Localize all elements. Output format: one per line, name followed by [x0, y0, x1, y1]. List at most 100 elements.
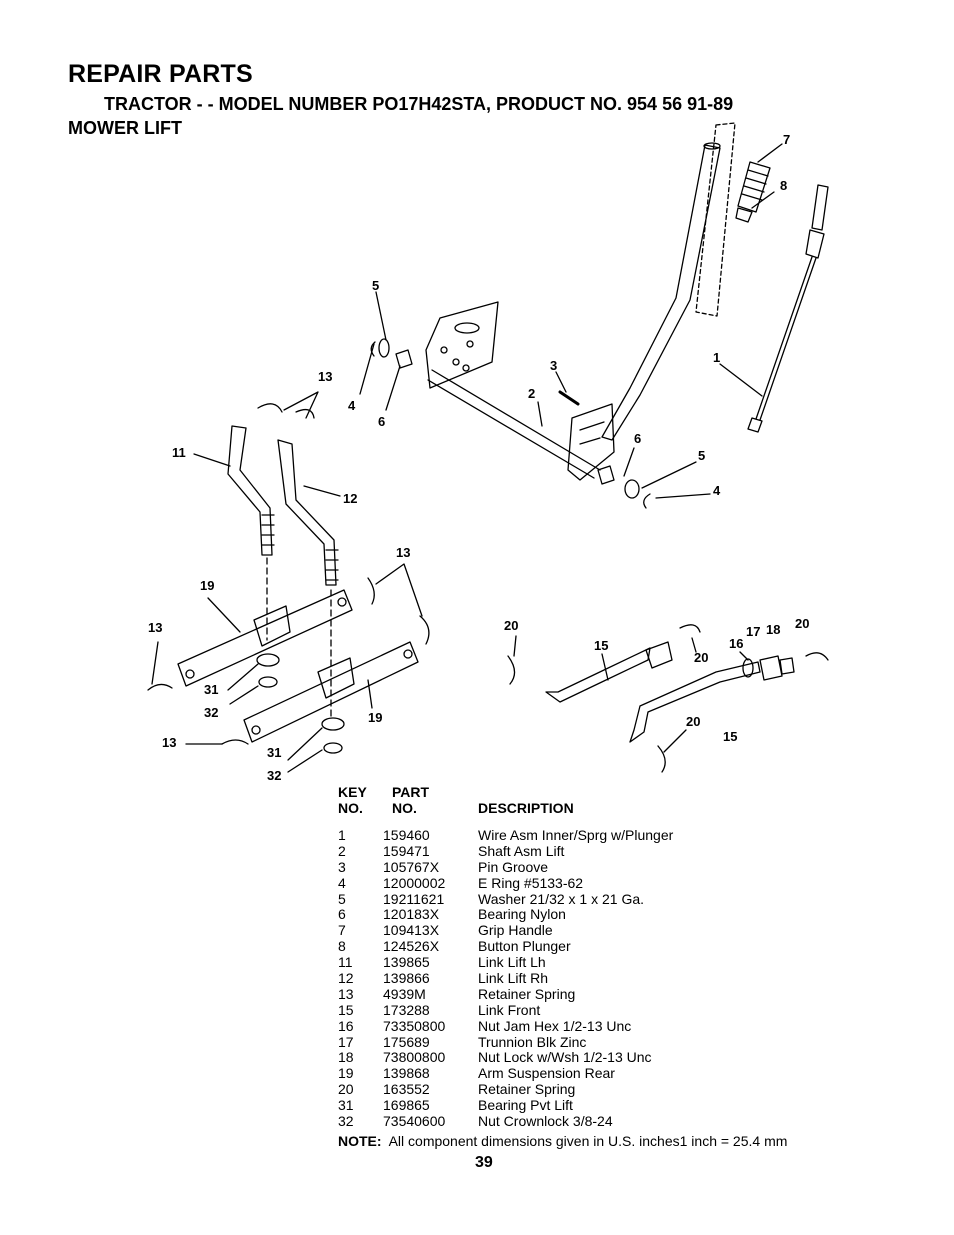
bearing-6-upper [395, 349, 413, 369]
part-key: 32 [338, 1113, 354, 1130]
retainer-spring-13d [419, 615, 430, 645]
callout-19-upper: 19 [200, 578, 214, 593]
part-key: 17 [338, 1033, 354, 1050]
part-description: Grip Handle [478, 922, 553, 939]
callout-6-lower: 6 [634, 431, 641, 446]
part-description: E Ring #5133-62 [478, 874, 584, 891]
side-plate [425, 301, 499, 389]
link-lift-lh [227, 425, 273, 556]
callout-32-lower: 32 [267, 768, 281, 783]
handle-top [703, 142, 721, 150]
callout-4-upper: 4 [348, 398, 356, 413]
part-number: 175689 [383, 1033, 430, 1050]
part-number: 159471 [383, 842, 430, 859]
part-key: 11 [338, 954, 353, 971]
wire-spring [805, 229, 825, 259]
part-key: 3 [338, 858, 346, 875]
callout-8: 8 [780, 178, 787, 193]
diagram-callouts: 7 8 5 3 1 13 4 6 2 11 6 5 12 4 13 19 13 … [148, 132, 809, 783]
retainer-spring-13f [221, 739, 249, 745]
washer-5-lower [624, 479, 640, 499]
retainer-spring-20d [657, 745, 666, 773]
callout-20-mid: 20 [694, 650, 708, 665]
callout-17: 17 [746, 624, 760, 639]
part-key: 2 [338, 842, 346, 859]
part-key: 13 [338, 985, 354, 1002]
header-key: KEY NO. [338, 784, 367, 816]
note-label: NOTE: [338, 1133, 382, 1149]
grip-handle [737, 161, 771, 213]
e-ring-4-lower [643, 493, 651, 509]
part-number: 139865 [383, 954, 430, 971]
callout-32-upper: 32 [204, 705, 218, 720]
part-number: 109413X [383, 922, 440, 939]
handle-bracket [567, 403, 615, 481]
header-description: DESCRIPTION [478, 800, 574, 816]
mower-lift-diagram: 7 8 5 3 1 13 4 6 2 11 6 5 12 4 13 19 13 … [147, 122, 829, 783]
page-subtitle: TRACTOR - - MODEL NUMBER PO17H42STA, PRO… [104, 94, 734, 114]
link-front-lower [629, 661, 761, 743]
lift-handle [601, 144, 721, 441]
part-description: Button Plunger [478, 938, 571, 955]
part-description: Retainer Spring [478, 985, 576, 1002]
part-description: Link Front [478, 1001, 541, 1018]
arm-suspension-rear-upper [177, 589, 353, 687]
retainer-spring-13a [257, 403, 283, 413]
part-description: Nut Jam Hex 1/2-13 Unc [478, 1017, 632, 1034]
retainer-spring-13b [295, 408, 315, 419]
nut-crownlock-32a [258, 676, 278, 688]
part-key: 5 [338, 890, 346, 907]
callout-4-lower: 4 [713, 483, 721, 498]
part-number: 4939M [383, 985, 426, 1002]
page-number: 39 [475, 1154, 493, 1171]
part-key: 12 [338, 970, 354, 987]
callout-19-lower: 19 [368, 710, 382, 725]
lift-shaft [427, 369, 601, 479]
callout-20-lower: 20 [686, 714, 700, 729]
nut-lock-18 [779, 657, 795, 675]
part-description: Arm Suspension Rear [478, 1065, 615, 1082]
part-description: Nut Crownlock 3/8-24 [478, 1113, 613, 1130]
part-key: 6 [338, 906, 346, 923]
callout-6-upper: 6 [378, 414, 385, 429]
part-number: 73540600 [383, 1113, 446, 1130]
nut-crownlock-32b [323, 742, 343, 754]
note-text: All component dimensions given in U.S. i… [388, 1133, 788, 1149]
retainer-spring-20a [507, 655, 516, 685]
callout-18: 18 [766, 622, 780, 637]
part-number: 163552 [383, 1081, 430, 1098]
part-number: 73350800 [383, 1017, 446, 1034]
part-number: 19211621 [383, 890, 445, 907]
part-key: 7 [338, 922, 346, 939]
part-number: 105767X [383, 858, 440, 875]
handle-extension-outline [695, 122, 736, 317]
part-number: 169865 [383, 1097, 430, 1114]
part-number: 120183X [383, 906, 440, 923]
part-description: Nut Lock w/Wsh 1/2-13 Unc [478, 1049, 652, 1066]
retainer-spring-20b [679, 624, 701, 633]
part-description: Wire Asm Inner/Sprg w/Plunger [478, 827, 674, 843]
callout-31-lower: 31 [267, 745, 281, 760]
callout-5-upper: 5 [372, 278, 379, 293]
part-key: 15 [338, 1001, 354, 1018]
part-key: 16 [338, 1017, 354, 1034]
button-plunger [735, 207, 753, 223]
section-title: MOWER LIFT [68, 118, 182, 138]
part-description: Bearing Pvt Lift [478, 1097, 573, 1114]
callout-1: 1 [713, 350, 720, 365]
washer-5-upper [378, 338, 390, 358]
trunnion-17 [759, 655, 783, 681]
callout-13-top: 13 [318, 369, 332, 384]
part-key: 31 [338, 1097, 354, 1114]
callout-13-bottom: 13 [162, 735, 176, 750]
link-lift-rh [277, 439, 337, 586]
part-number: 139866 [383, 970, 430, 987]
part-description: Bearing Nylon [478, 906, 566, 923]
part-number: 139868 [383, 1065, 430, 1082]
part-key: 8 [338, 938, 346, 955]
wire-rod [755, 256, 817, 421]
part-number: 159460 [383, 827, 430, 843]
page-title: REPAIR PARTS [68, 60, 253, 88]
e-ring-4-upper [370, 341, 376, 357]
bearing-pvt-31a [256, 653, 280, 667]
